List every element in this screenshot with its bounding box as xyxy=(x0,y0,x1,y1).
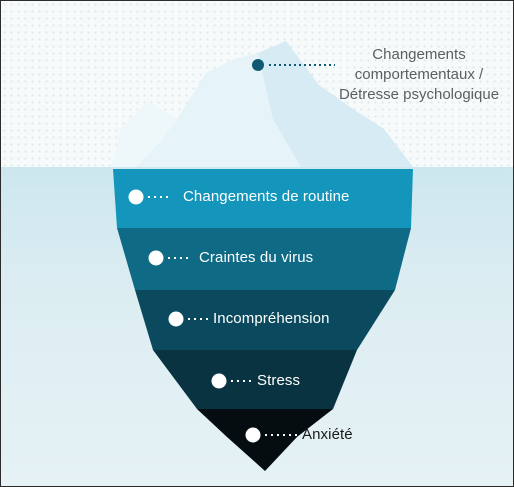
layer-marker-dot-2 xyxy=(148,250,164,266)
layer-label-5: Anxiété xyxy=(302,426,353,443)
layer-band-3 xyxy=(135,290,395,350)
layer-label-4: Stress xyxy=(257,372,301,389)
layer-marker-dot-4 xyxy=(211,373,227,389)
iceberg-tip-highlight xyxy=(111,101,177,167)
layer-label-1: Changements de routine xyxy=(183,188,350,205)
tip-label: Changements comportementaux / Détresse p… xyxy=(319,45,513,105)
tip-marker-dot xyxy=(252,59,264,71)
layer-band-5 xyxy=(197,409,333,471)
tip-label-line-1: Changements xyxy=(372,46,466,63)
layer-band-1 xyxy=(113,169,413,228)
layer-label-2: Craintes du virus xyxy=(199,249,314,266)
layer-band-4 xyxy=(153,350,357,409)
iceberg-tip-shade xyxy=(258,41,413,167)
layer-marker-dot-5 xyxy=(245,427,261,443)
layer-label-3: Incompréhension xyxy=(213,310,330,327)
layer-marker-dot-3 xyxy=(168,311,184,327)
layer-band-2 xyxy=(117,228,411,290)
tip-label-line-3: Détresse psychologique xyxy=(338,86,500,103)
tip-label-line-2: comportementaux / xyxy=(354,66,484,83)
layer-marker-dot-1 xyxy=(128,189,144,205)
